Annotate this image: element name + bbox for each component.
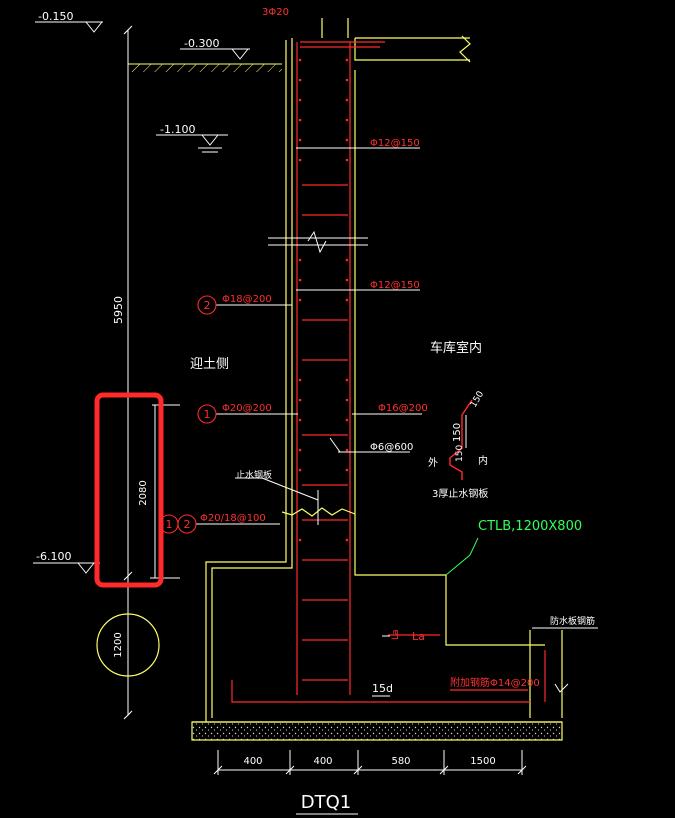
svg-text:2: 2 (184, 518, 191, 531)
label-la: La (412, 630, 425, 643)
wall-outline (205, 18, 563, 722)
width-1: 400 (243, 756, 262, 767)
detail-label-plate: 3厚止水钢板 (432, 487, 488, 500)
width-2: 400 (313, 756, 332, 767)
detail-label-outside: 外 (428, 457, 438, 469)
label-soil-side: 迎土侧 (190, 357, 229, 372)
drawing-title: DTQ1 (301, 792, 351, 813)
waterproof-note: 防水板钢筋 (532, 615, 598, 693)
level-marker-top-ground: -0.150 (35, 10, 103, 33)
base-slab (191, 721, 563, 741)
rebar-cage (231, 41, 546, 703)
rebar-dots (298, 58, 349, 542)
leader-lines (196, 147, 422, 697)
label-inner-vertical: Φ16@200 (378, 403, 428, 414)
ground-hatch (128, 63, 282, 72)
label-garage-inside: 车库室内 (430, 340, 482, 356)
dimension-lower-segment: 2080 (138, 404, 180, 579)
level-slab-top-label: -0.300 (184, 37, 219, 50)
level-marker-water-table: -1.100 (156, 123, 228, 153)
level-bottom-label: -6.100 (36, 550, 71, 563)
label-horizontal-mid: Φ12@150 (370, 280, 420, 291)
label-outer-vertical-1: Φ20@200 (222, 403, 272, 414)
level-marker-bottom: -6.100 (33, 550, 100, 574)
label-top-bars: 3Φ20 (262, 7, 289, 18)
waterstop-detail: 150 150 150 外 内 3厚止水钢板 (428, 389, 488, 500)
level-water-table-label: -1.100 (160, 123, 195, 136)
dimension-widths (213, 750, 527, 775)
level-top-ground-label: -0.150 (38, 10, 73, 23)
highlight-box (94, 392, 164, 588)
label-horizontal-upper: Φ12@150 (370, 138, 420, 149)
dimension-total-height: 5950 (112, 25, 133, 720)
label-anchorage: 15d (372, 682, 393, 695)
label-outer-vertical-2: Φ18@200 (222, 294, 272, 305)
marker-2-upper: 2 (197, 295, 217, 315)
dimension-total-height-label: 5950 (112, 296, 125, 324)
detail-dim-bottom: 150 (455, 445, 465, 462)
label-la-marker: La (391, 629, 401, 640)
svg-text:1: 1 (166, 518, 173, 531)
pit-label: CTLB,1200X800 (478, 519, 582, 534)
pit-callout: CTLB,1200X800 (445, 519, 582, 576)
sump-diameter-label: 1200 (113, 632, 124, 657)
label-waterstop: 止水钢板 (236, 469, 272, 481)
detail-label-inside: 内 (478, 454, 488, 467)
dimension-lower-segment-label: 2080 (138, 480, 149, 505)
marker-1-mid: 1 (197, 404, 217, 424)
label-lap-bars: Φ20/18@100 (200, 513, 266, 524)
marker-2-lower: 2 (177, 514, 197, 534)
svg-text:1: 1 (204, 408, 211, 421)
sump-circle: 1200 (96, 613, 160, 677)
waterstop-plate (281, 490, 356, 525)
waterproof-label: 防水板钢筋 (550, 615, 595, 627)
svg-text:2: 2 (204, 299, 211, 312)
label-ties: Φ6@600 (370, 442, 413, 453)
break-line-symbol (268, 230, 368, 254)
level-marker-slab-top: -0.300 (180, 37, 250, 60)
label-extra-bars: 附加钢筋Φ14@200 (450, 676, 540, 689)
detail-dim-middle: 150 (452, 423, 463, 442)
width-4: 1500 (470, 756, 495, 767)
width-3: 580 (391, 756, 410, 767)
detail-dim-top: 150 (469, 389, 486, 409)
